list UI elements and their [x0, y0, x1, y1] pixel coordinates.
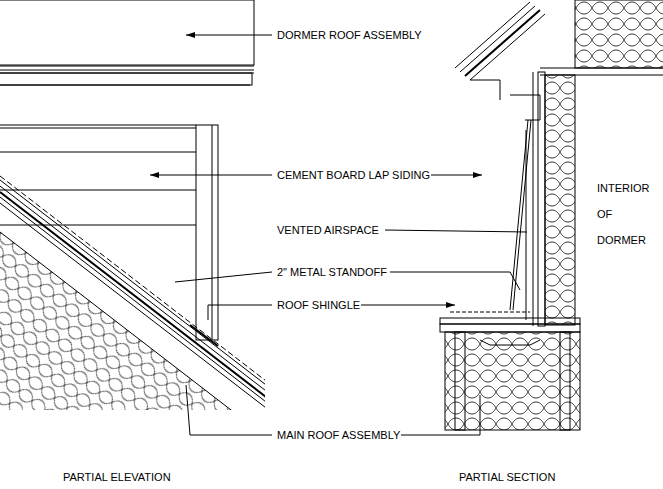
callout-label: MAIN ROOF ASSEMBLY [276, 428, 401, 442]
callout-label: ROOF SHINGLE [276, 298, 361, 312]
partial-elevation [0, 0, 270, 489]
callout-label: 2" METAL STANDOFF [276, 265, 388, 279]
callout-label: DORMER ROOF ASSEMBLY [276, 28, 423, 42]
room-label: INTERIOR OF DORMER [596, 175, 660, 253]
view-caption: PARTIAL ELEVATION [62, 470, 172, 484]
view-caption: PARTIAL SECTION [458, 470, 556, 484]
callout-label: VENTED AIRSPACE [276, 223, 380, 237]
partial-section [440, 0, 663, 430]
leader-lines [150, 35, 527, 435]
callout-label: CEMENT BOARD LAP SIDING [276, 168, 431, 182]
